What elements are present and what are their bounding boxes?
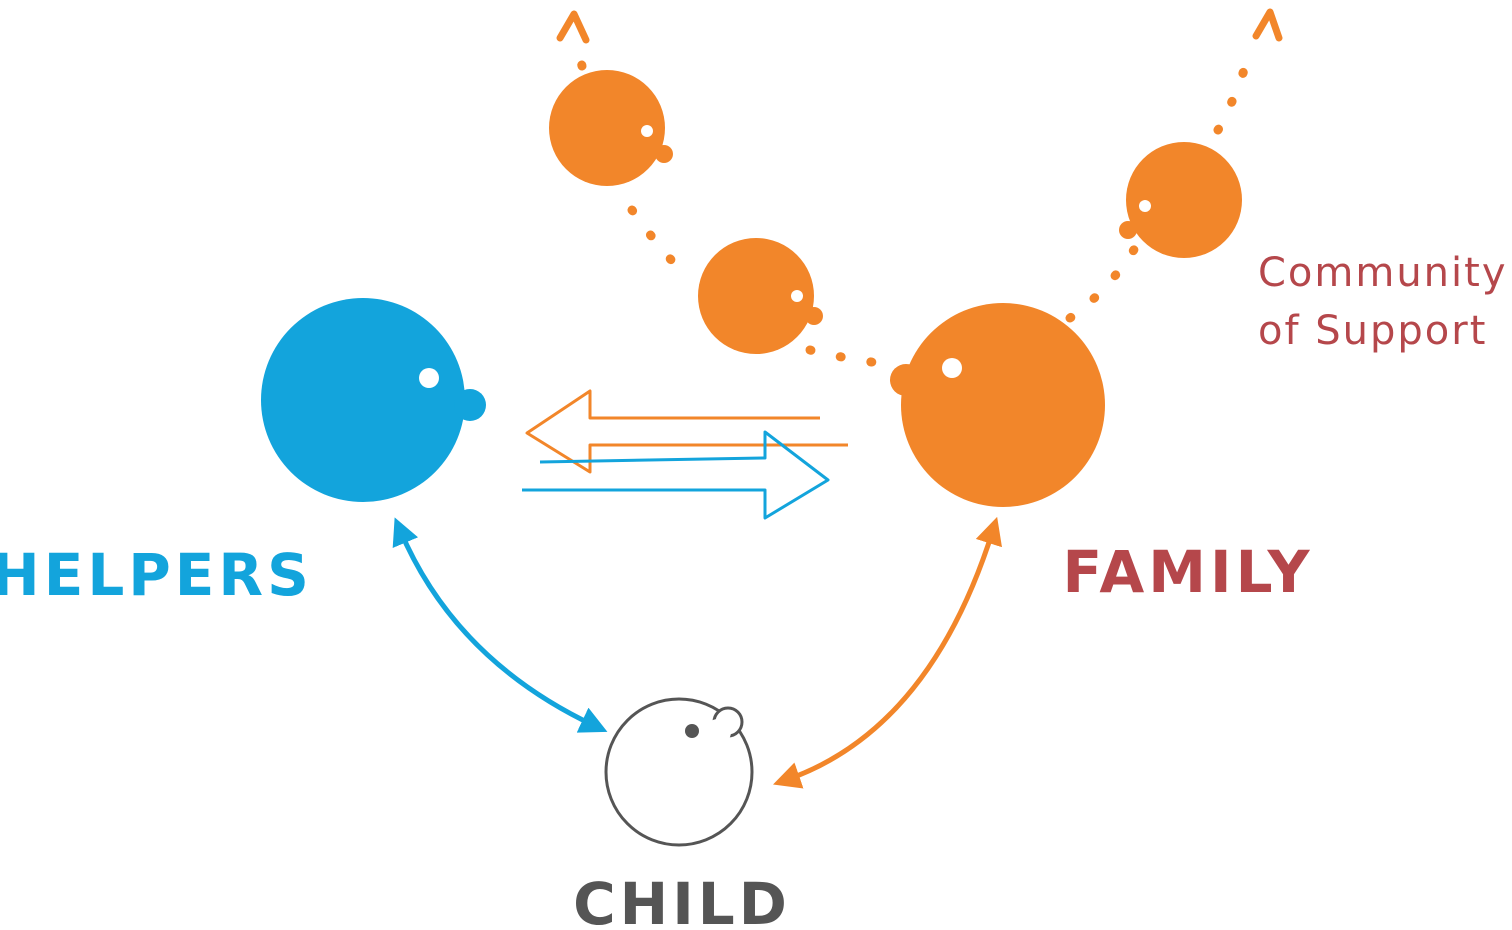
dotted-line-right-lower [1065,235,1145,323]
community-head-2 [698,238,823,354]
helpers-to-family-arrow [522,430,830,520]
exchange-arrows [522,389,848,520]
child-label: CHILD [573,870,791,930]
helpers-label: HELPERS [0,541,313,609]
helpers-head [261,298,486,502]
dotted-line-left-lower [805,345,900,370]
helpers-child-arrow [392,517,608,733]
family-to-helpers-arrow [525,389,848,474]
family-label: FAMILY [1062,538,1313,606]
community-label-line1: Community [1258,250,1508,296]
family-child-arrow [773,516,1002,789]
up-arrow-left-icon [556,10,590,44]
dotted-line-left-top [571,35,587,71]
family-head [890,303,1105,507]
child-head [604,697,754,847]
community-label-line2: of Support [1258,308,1487,354]
dotted-line-right-upper [1213,47,1255,135]
community-head-3 [1119,142,1242,258]
dotted-line-left-upper [627,205,695,285]
up-arrow-right-icon [1252,8,1283,42]
community-head-1 [549,70,673,186]
community-dotted-lines [571,35,1255,370]
community-open-arrows [556,8,1283,44]
